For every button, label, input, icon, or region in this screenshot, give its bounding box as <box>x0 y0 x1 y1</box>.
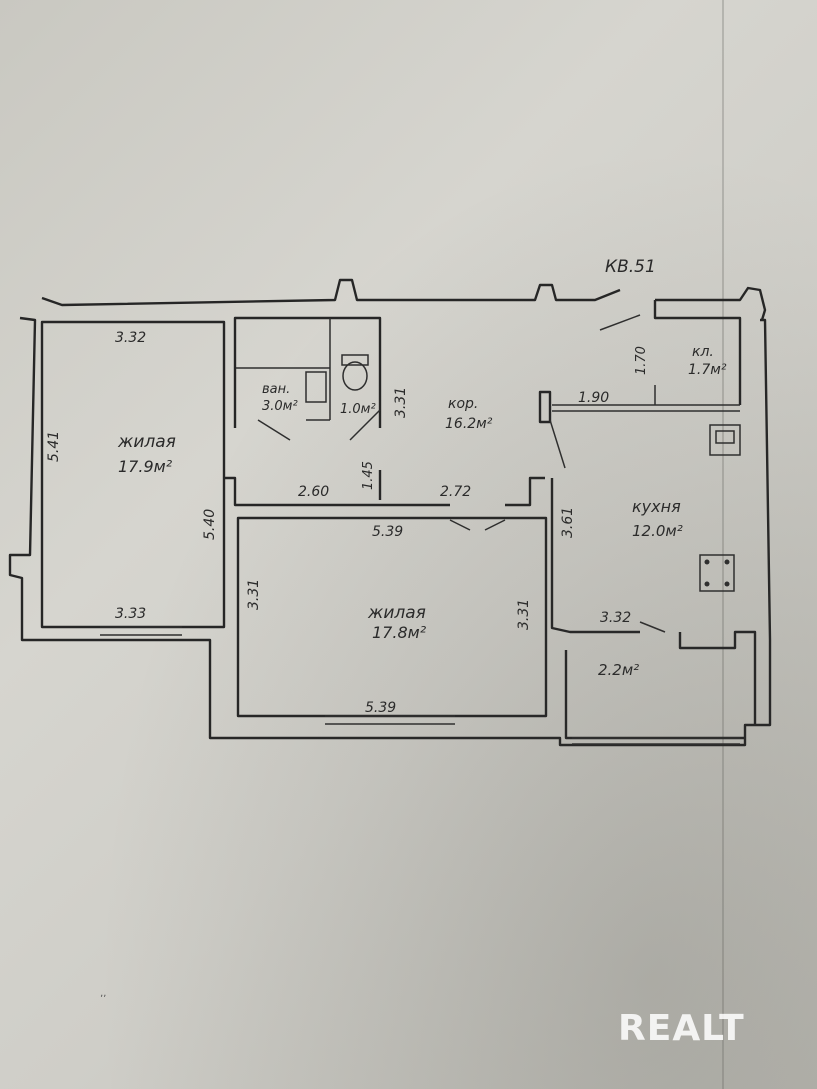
paper-fold <box>722 0 724 1089</box>
watermark-logo: REALT <box>618 1008 745 1049</box>
pantry-room <box>552 300 742 412</box>
living-left-area: 17.9м² <box>118 457 173 476</box>
kitchen-room <box>550 424 757 725</box>
kitchen-area: 12.0м² <box>632 522 683 540</box>
dim-living-center-bottom: 5.39 <box>365 700 396 716</box>
living-center-name: жилая <box>367 603 426 623</box>
balcony-area: 2.2м² <box>598 661 639 679</box>
pantry-name: кл. <box>692 344 714 360</box>
dim-bath-height: 3.31 <box>393 387 409 418</box>
bath-block <box>233 316 382 441</box>
living-center-area: 17.8м² <box>372 623 427 642</box>
dim-living-center-right: 3.31 <box>516 599 532 630</box>
dim-corridor-145: 1.45 <box>361 461 376 490</box>
dim-living-left-bottom: 3.33 <box>115 606 146 622</box>
bathroom-area: 3.0м² <box>262 399 298 414</box>
pantry-area: 1.7м² <box>688 362 727 378</box>
dim-living-left-left: 5.41 <box>46 431 62 462</box>
dim-living-center-top: 5.39 <box>372 524 403 540</box>
living-center-room <box>225 476 548 725</box>
outer-walls <box>8 278 772 747</box>
kitchen-name: кухня <box>632 497 681 516</box>
dim-pantry-width: 1.90 <box>578 390 609 406</box>
living-left-name: жилая <box>117 432 176 452</box>
dim-pantry-height: 1.70 <box>634 346 649 375</box>
pencil-mark: ʼʼ <box>100 994 106 1005</box>
dim-living-center-left: 3.31 <box>246 579 262 610</box>
corridor <box>378 314 641 500</box>
bathroom-name: ван. <box>262 382 290 397</box>
dim-kitchen-bottom: 3.32 <box>600 610 631 626</box>
dim-kitchen-left: 3.61 <box>560 507 576 538</box>
apartment-label: КВ.51 <box>605 257 656 277</box>
dim-corridor-272: 2.72 <box>440 484 471 500</box>
corridor-name: кор. <box>448 396 478 412</box>
dim-corridor-260: 2.60 <box>298 484 329 500</box>
dim-living-left-top: 3.32 <box>115 330 146 346</box>
balcony <box>564 650 745 745</box>
living-left-room <box>40 320 226 636</box>
dim-living-left-right: 5.40 <box>202 509 218 540</box>
corridor-area: 16.2м² <box>445 416 493 432</box>
toilet-area: 1.0м² <box>340 402 376 417</box>
